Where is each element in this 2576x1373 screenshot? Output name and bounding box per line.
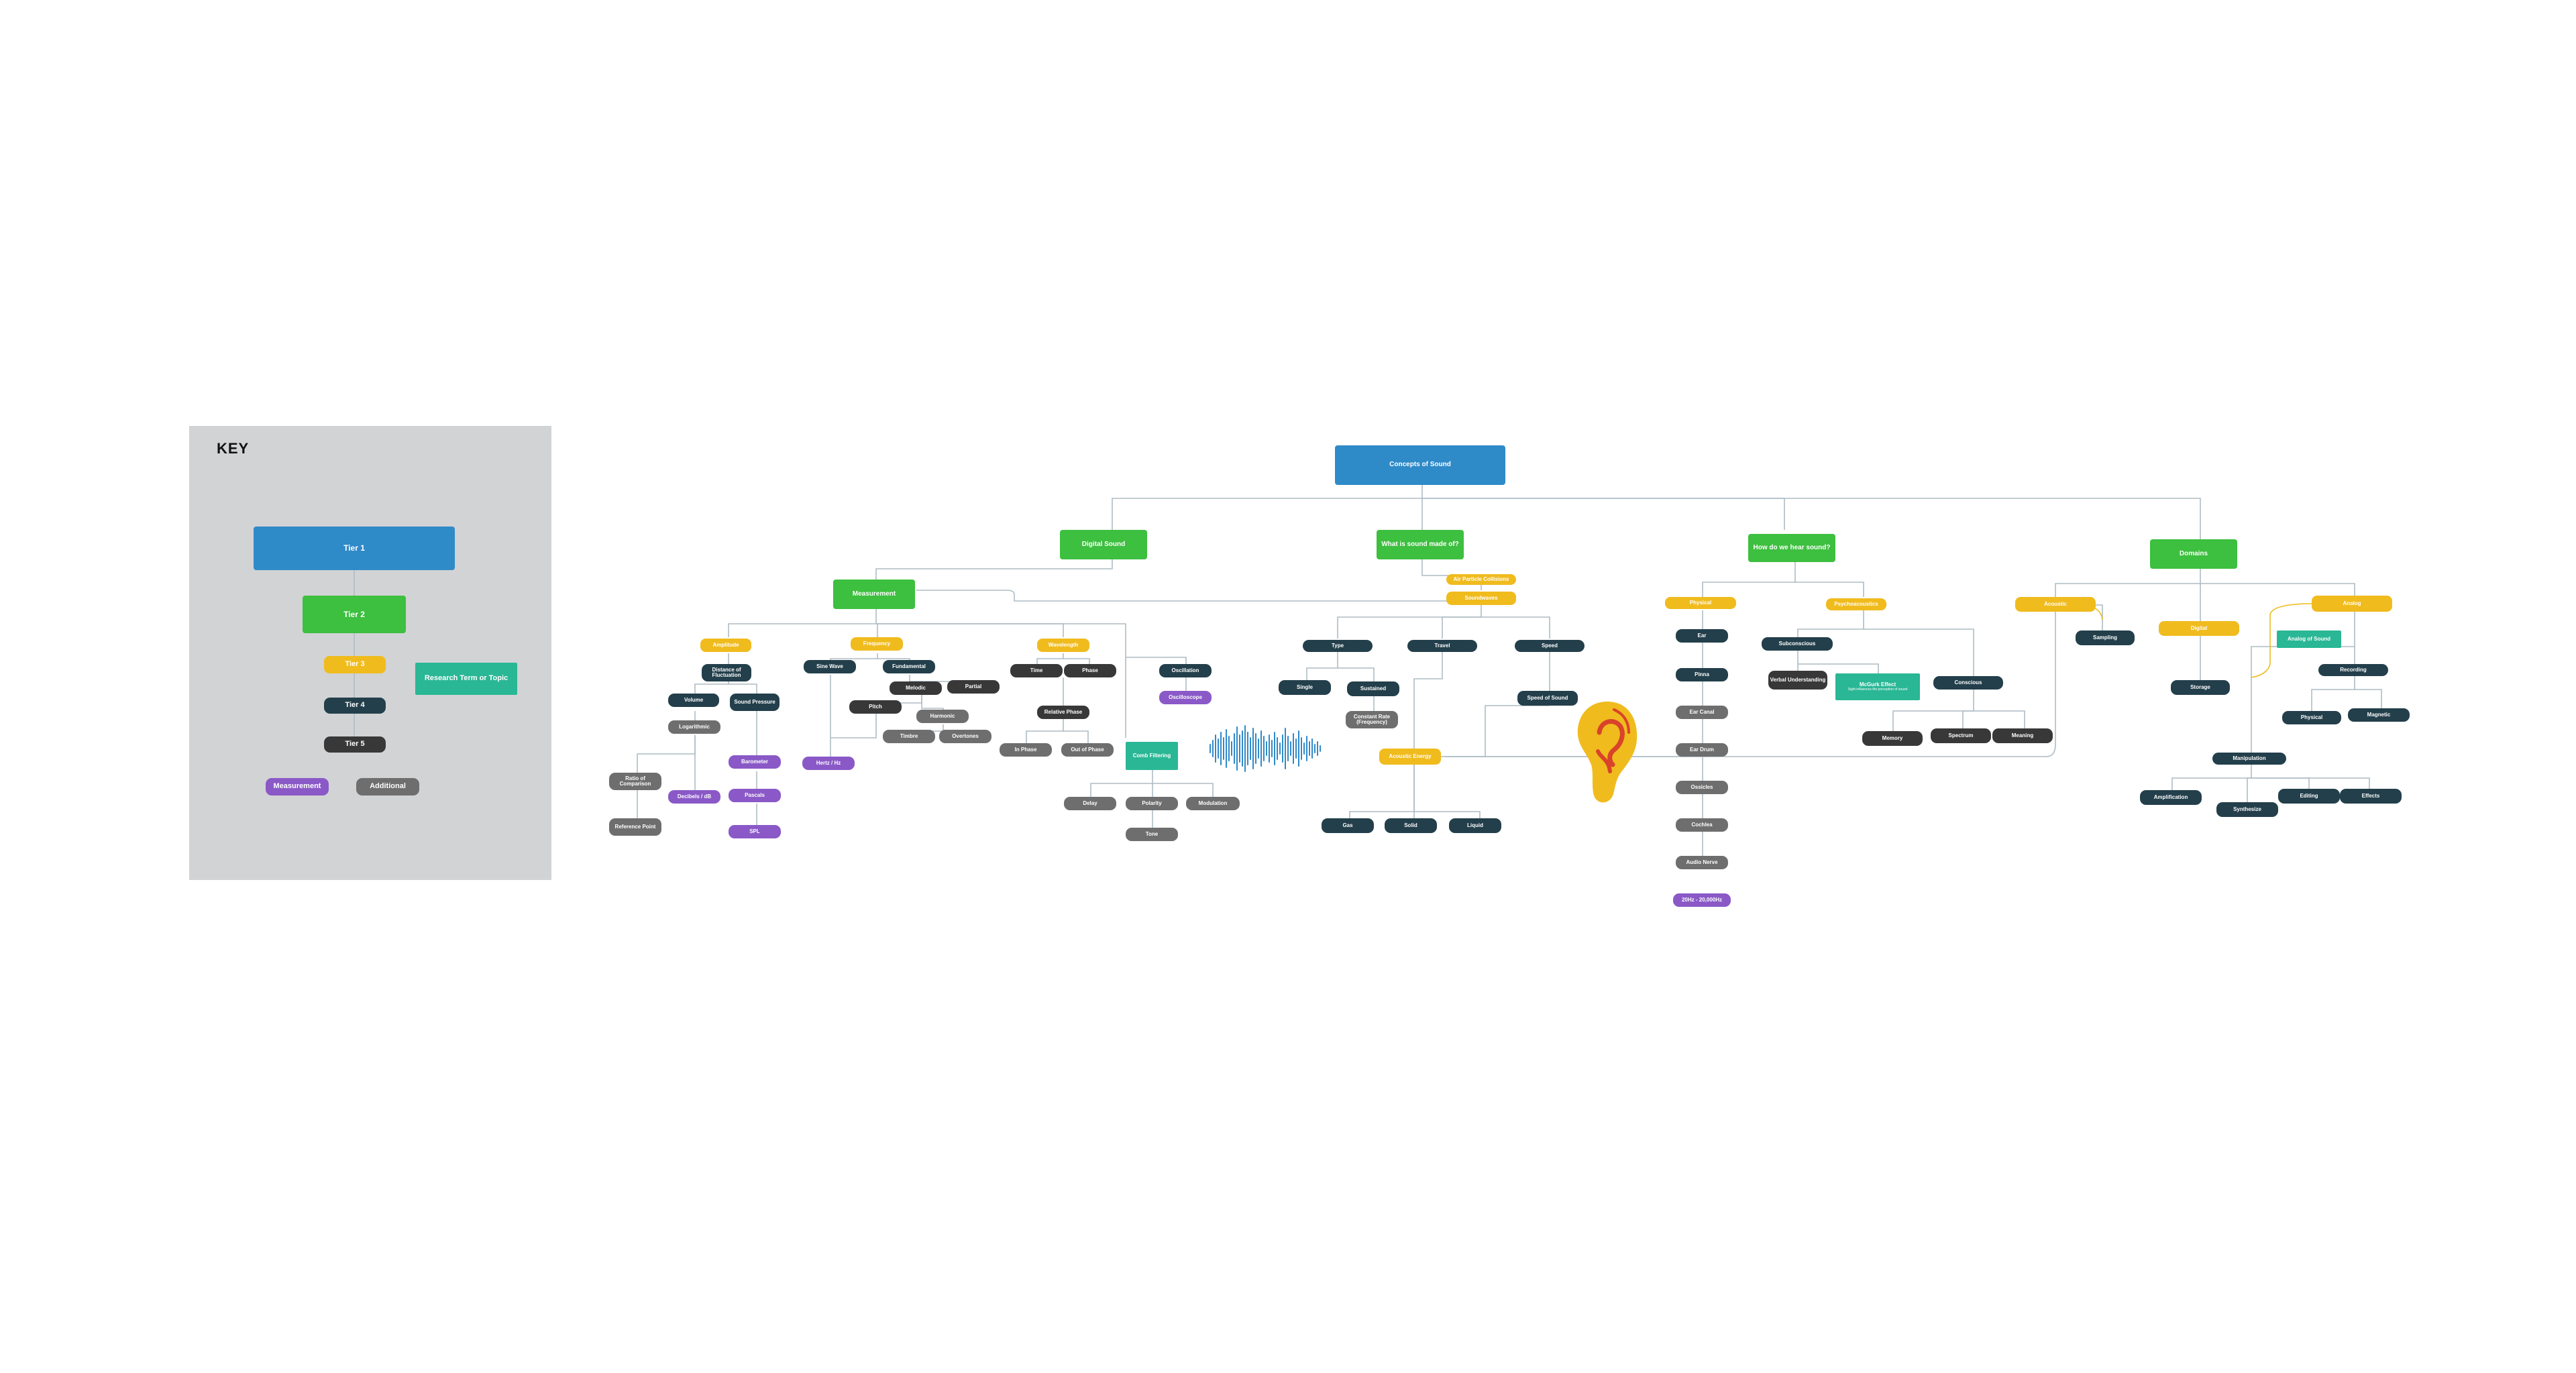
effects-node: Effects [2340, 789, 2402, 804]
digital-sound-node: Digital Sound [1060, 530, 1147, 559]
oscillation-node: Oscillation [1159, 664, 1212, 677]
what-made-of-node: What is sound made of? [1377, 530, 1464, 559]
subconscious-node: Subconscious [1762, 637, 1833, 651]
key-additional: Additional [356, 778, 419, 795]
ossicles-node: Ossicles [1676, 781, 1728, 794]
editing-node: Editing [2278, 789, 2340, 804]
speed-of-sound-node: Speed of Sound [1517, 691, 1578, 706]
ear-illustration-icon [1577, 702, 1638, 803]
ratio-comparison-node: Ratio of Comparison [609, 773, 661, 790]
digital-node: Digital [2159, 621, 2239, 636]
reference-point-node: Reference Point [609, 818, 661, 836]
amplitude-node: Amplitude [700, 639, 751, 652]
memory-node: Memory [1862, 731, 1923, 746]
comb-filtering-node: Comb Filtering [1126, 742, 1178, 770]
sound-pressure-node: Sound Pressure [730, 694, 780, 711]
sine-wave-node: Sine Wave [804, 660, 856, 673]
domains-node: Domains [2150, 539, 2237, 569]
travel-node: Travel [1407, 640, 1477, 652]
how-hear-node: How do we hear sound? [1748, 534, 1835, 562]
acoustic-node: Acoustic [2015, 597, 2096, 612]
logarithmic-node: Logarithmic [668, 720, 720, 734]
key-tier2: Tier 2 [303, 596, 406, 633]
harmonic-node: Harmonic [916, 710, 969, 723]
barometer-node: Barometer [729, 755, 781, 769]
key-panel [189, 426, 551, 880]
speed-node: Speed [1515, 640, 1585, 652]
pinna-node: Pinna [1676, 668, 1728, 681]
decibels-node: Decibels / dB [668, 790, 720, 804]
mcgurk-effect-title: McGurk Effect [1859, 681, 1896, 688]
conscious-node: Conscious [1933, 676, 2003, 690]
type-node: Type [1303, 640, 1373, 652]
spectrum-node: Spectrum [1931, 728, 1991, 743]
measurement-node: Measurement [833, 580, 915, 609]
pitch-node: Pitch [849, 700, 902, 714]
amplification-node: Amplification [2140, 790, 2202, 805]
ear-drum-node: Ear Drum [1676, 743, 1728, 757]
modulation-node: Modulation [1186, 797, 1240, 810]
solid-node: Solid [1385, 818, 1437, 833]
polarity-node: Polarity [1126, 797, 1178, 810]
tone-node: Tone [1126, 828, 1178, 841]
magnetic-node: Magnetic [2348, 708, 2410, 722]
key-tier5: Tier 5 [324, 736, 386, 753]
storage-node: Storage [2171, 680, 2230, 695]
out-of-phase-node: Out of Phase [1061, 743, 1114, 757]
fundamental-node: Fundamental [883, 660, 935, 673]
wavelength-node: Wavelength [1037, 639, 1089, 652]
physical-recording-node: Physical [2282, 711, 2341, 724]
sustained-node: Sustained [1347, 681, 1399, 696]
phase-node: Phase [1064, 664, 1116, 677]
liquid-node: Liquid [1449, 818, 1501, 833]
cochlea-node: Cochlea [1676, 818, 1728, 832]
relative-phase-node: Relative Phase [1037, 706, 1089, 719]
mcgurk-effect-node: McGurk Effect Sight influences the perce… [1835, 673, 1920, 700]
soundwaves-node: Soundwaves [1446, 592, 1516, 605]
analog-of-sound-node: Analog of Sound [2277, 630, 2341, 648]
hertz-node: Hertz / Hz [802, 757, 855, 770]
meaning-node: Meaning [1992, 728, 2053, 743]
key-tier4: Tier 4 [324, 698, 386, 714]
key-tier1: Tier 1 [254, 527, 455, 570]
delay-node: Delay [1064, 797, 1116, 810]
key-research-term: Research Term or Topic [415, 663, 517, 695]
key-tier3: Tier 3 [324, 656, 386, 673]
psychoacoustics-node: Psychoacoustics [1826, 598, 1886, 610]
sound-wave-icon [1210, 725, 1321, 772]
melodic-node: Melodic [890, 681, 942, 695]
acoustic-energy-node: Acoustic Energy [1379, 749, 1441, 765]
time-node: Time [1010, 664, 1063, 677]
verbal-understanding-node: Verbal Understanding [1768, 671, 1827, 690]
key-title: KEY [217, 440, 250, 457]
constant-rate-node: Constant Rate (Frequency) [1346, 711, 1398, 728]
analog-node: Analog [2312, 596, 2392, 612]
mcgurk-effect-subtitle: Sight influences the perception of sound [1847, 687, 1908, 692]
air-particle-node: Air Particle Collisions [1446, 574, 1516, 585]
sampling-node: Sampling [2076, 630, 2135, 645]
in-phase-node: In Phase [1000, 743, 1052, 757]
spl-node: SPL [729, 825, 781, 838]
ear-node: Ear [1676, 629, 1728, 643]
concepts-of-sound-node: Concepts of Sound [1335, 445, 1505, 485]
partial-node: Partial [947, 680, 1000, 694]
key-measurement: Measurement [266, 778, 329, 795]
manipulation-node: Manipulation [2212, 753, 2286, 765]
volume-node: Volume [668, 694, 719, 707]
timbre-node: Timbre [883, 730, 935, 743]
recording-node: Recording [2318, 664, 2388, 676]
audio-nerve-node: Audio Nerve [1676, 856, 1728, 869]
pascals-node: Pascals [729, 789, 781, 802]
overtones-node: Overtones [939, 730, 991, 743]
physical-node: Physical [1665, 597, 1736, 609]
synthesize-node: Synthesize [2216, 802, 2278, 817]
single-node: Single [1279, 680, 1331, 695]
gas-node: Gas [1322, 818, 1374, 833]
hearing-range-node: 20Hz - 20,000Hz [1673, 893, 1731, 907]
ear-canal-node: Ear Canal [1676, 706, 1728, 719]
oscilloscope-node: Oscilloscope [1159, 691, 1212, 704]
frequency-node: Frequency [851, 637, 903, 651]
distance-fluctuation-node: Distance of Fluctuation [702, 664, 751, 681]
